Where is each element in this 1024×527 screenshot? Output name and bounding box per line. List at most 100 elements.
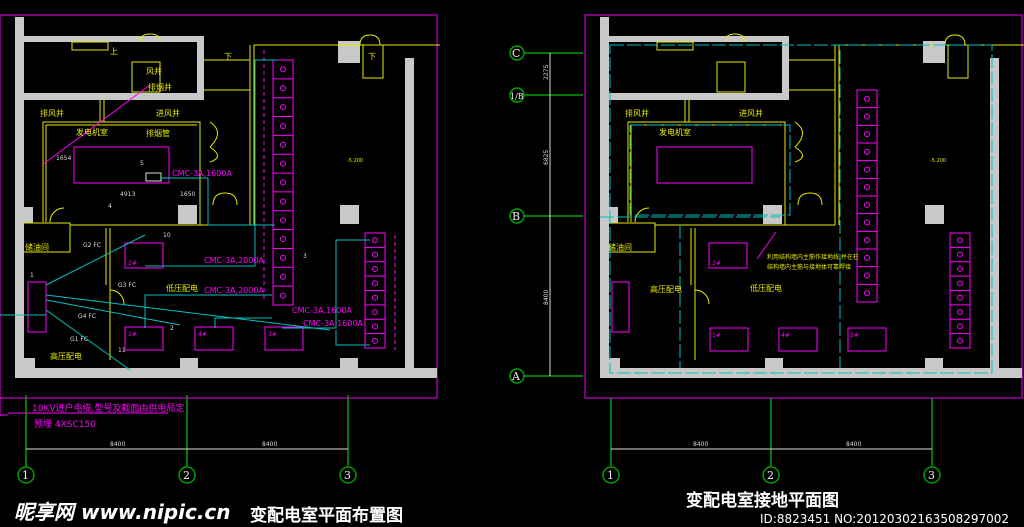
- row-dimension: 2275: [543, 65, 550, 80]
- generator-set: [73, 146, 170, 184]
- busway-label: CMC-3A,2000A: [204, 286, 264, 295]
- label-smoke-pipe: 排烟管: [146, 128, 170, 138]
- cabinet-symbol: [280, 179, 286, 186]
- axis-dimension: 8400: [262, 441, 277, 448]
- dimension: 1650: [180, 191, 195, 198]
- transformer-tag: 2#: [712, 260, 721, 267]
- feeder-label: G2 FC: [83, 242, 101, 249]
- cabinet-symbol: [957, 237, 963, 244]
- room-label-oil: 储油间: [608, 242, 632, 252]
- cabinet-symbol: [372, 323, 378, 330]
- row-axis-label: C: [512, 47, 520, 60]
- right-drawing-title: 变配电室接地平面图: [686, 490, 839, 511]
- cabinet-symbol: [957, 280, 963, 287]
- cabinet-symbol: [957, 265, 963, 272]
- cabinet-symbol: [372, 309, 378, 316]
- room-label-lv: 低压配电: [750, 283, 782, 293]
- axis-dimension: 8400: [693, 441, 708, 448]
- cabinet-symbol: [864, 113, 870, 120]
- row-dimension: 6825: [543, 150, 550, 165]
- transformer-tag: 3#: [850, 332, 859, 339]
- room-label-hv: 高压配电: [50, 351, 82, 361]
- cabinet-symbol: [280, 122, 286, 129]
- cabinet-symbol: [372, 280, 378, 287]
- room-label-lv: 低压配电: [166, 283, 198, 293]
- cabinet-symbol: [957, 309, 963, 316]
- row-axis-label: 1/B: [510, 92, 524, 101]
- cabinet-symbol: [957, 323, 963, 330]
- tag: 11: [118, 347, 126, 354]
- room-label-intake-shaft: 进风井: [156, 108, 180, 118]
- axis-dimension: 8400: [110, 441, 125, 448]
- tag: 5: [140, 160, 144, 167]
- cabinet-symbol: [280, 85, 286, 92]
- cabinet-symbol: [864, 95, 870, 102]
- transformer-tag: 4#: [781, 332, 790, 339]
- grounding-note: 利用结构墙内主筋作接地线,并在柱: [767, 253, 859, 261]
- cabinet-symbol: [864, 219, 870, 226]
- tag: 10: [163, 232, 171, 239]
- room-label-intake-shaft: 进风井: [739, 108, 763, 118]
- feeder-label: G4 FC: [78, 313, 96, 320]
- cabinet-symbol: [864, 290, 870, 297]
- stair-up: 上: [110, 47, 118, 56]
- feeder-label: G3 FC: [118, 282, 136, 289]
- transformer-tag: 2#: [128, 260, 137, 267]
- cabinet-symbol: [864, 254, 870, 261]
- cabinet-symbol: [280, 141, 286, 148]
- cabinet-symbol: [280, 198, 286, 205]
- elevation-mark: -5.200: [930, 158, 946, 164]
- cabinet-symbol: [864, 272, 870, 279]
- room-label-exhaust-shaft: 排风井: [40, 108, 64, 118]
- room-label-oil: 储油间: [25, 242, 49, 252]
- row-dimension: 8400: [543, 290, 550, 305]
- label-air-shaft: 风井: [146, 66, 162, 76]
- cabinet-symbol: [280, 104, 286, 111]
- cabinet-symbol: [864, 184, 870, 191]
- grounding-note: 结构墙内主筋与接地体可靠焊接: [767, 263, 851, 271]
- cabinet-symbol: [864, 148, 870, 155]
- cable-note: 10KV进户电缆,型号及截面由供电局定: [32, 402, 184, 414]
- cabinet-symbol: [280, 254, 286, 261]
- stair-down: 下: [224, 52, 232, 61]
- cabinet-symbol: [372, 251, 378, 258]
- left-drawing-title: 变配电室平面布置图: [250, 505, 403, 526]
- tag: 2: [170, 325, 174, 332]
- axis-label: 3: [928, 469, 935, 482]
- cabinet-symbol: [372, 294, 378, 301]
- right-floor-plan: 排风井 进风井 发电机室 储油间 高压配电 低压配电 利用结构墙内主筋作接地线,…: [509, 14, 1024, 484]
- axis-label: 1: [607, 469, 614, 482]
- axis-label: 1: [22, 469, 29, 482]
- left-floor-plan: 排风井 进风井 发电机室 排烟管 储油间 高压配电 低压配电 风井 排烟井 上 …: [0, 14, 441, 484]
- cabinet-symbol: [864, 201, 870, 208]
- feeder-label: G1 FC: [70, 336, 88, 343]
- cabinet-symbol: [280, 66, 286, 73]
- cabinet-symbol: [280, 217, 286, 224]
- dimension: 4913: [120, 191, 135, 198]
- transformer-tag: 1#: [712, 332, 721, 339]
- label-smoke-shaft: 排烟井: [148, 82, 172, 92]
- busway-label: CMC-3A,2000A: [204, 256, 264, 265]
- watermark-id: ID:8823451 NO:20120302163508297002: [760, 512, 1010, 526]
- row-axis-label: B: [512, 210, 520, 223]
- tag: 3: [303, 253, 307, 260]
- cable-spec: 预埋 4XSC150: [34, 419, 96, 430]
- transformer-tag: 3#: [268, 331, 277, 338]
- cabinet-symbol: [864, 131, 870, 138]
- cabinet-symbol: [957, 337, 963, 344]
- cabinet-symbol: [372, 265, 378, 272]
- cabinet-symbol: [957, 294, 963, 301]
- grounding-conductor: [600, 44, 993, 374]
- axis-dimension: 8400: [846, 441, 861, 448]
- dimension: 1654: [56, 155, 71, 162]
- axis-label: 3: [344, 469, 351, 482]
- tag: 1: [30, 272, 34, 279]
- elevation-mark: -5.200: [347, 158, 363, 164]
- axis-label: 2: [183, 469, 190, 482]
- row-axis-label: A: [511, 370, 521, 383]
- cabinet-symbol: [864, 166, 870, 173]
- cabinet-symbol: [864, 237, 870, 244]
- cabinet-symbol: [280, 160, 286, 167]
- room-label-hv: 高压配电: [650, 284, 682, 294]
